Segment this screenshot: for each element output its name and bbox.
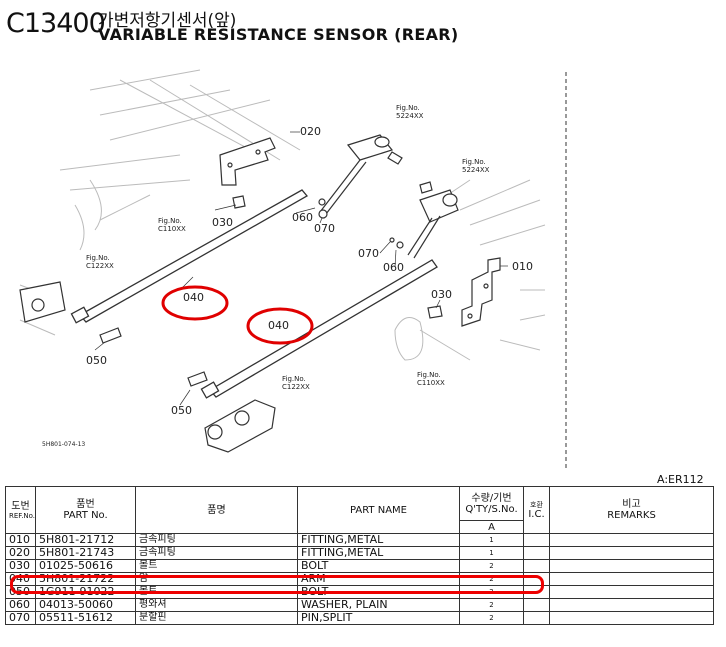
cell-name-ko: 금속피팅 xyxy=(135,533,298,547)
fig-label-c122-lower-b: C122XX xyxy=(282,383,310,391)
cell-part-name: PIN,SPLIT xyxy=(297,611,460,625)
cell-part-no: 01025-50616 xyxy=(35,559,136,573)
fig-label-c110-lower-b: C110XX xyxy=(417,379,445,387)
header-part-no: 품번 PART No. xyxy=(35,486,136,534)
cell-part-no: 5H801-21743 xyxy=(35,546,136,560)
sensor-top xyxy=(318,134,403,219)
cell-remarks xyxy=(549,559,714,573)
fig-label-c110-lower-a: Fig.No. xyxy=(417,371,441,379)
red-circle-040-upper xyxy=(161,285,229,321)
leader-lines xyxy=(94,131,508,406)
callout-060-right: 060 xyxy=(383,261,404,274)
fig-label-c122-lower-a: Fig.No. xyxy=(282,375,306,383)
cell-name-ko: 금속피팅 xyxy=(135,546,298,560)
catalog-code: C13400 xyxy=(6,8,106,39)
table-row: 020 5H801-21743 금속피팅 FITTING,METAL 1 xyxy=(5,546,714,560)
arm-040-upper xyxy=(70,189,308,324)
header-qty: 수량/기번 Q'TY/S.No. xyxy=(459,486,524,521)
table-row: 060 04013-50060 평와셔 WASHER, PLAIN 2 xyxy=(5,598,714,612)
clevis-bracket xyxy=(19,281,276,453)
callout-040-upper: 040 xyxy=(183,291,204,304)
title-english: VARIABLE RESISTANCE SENSOR (REAR) xyxy=(98,25,459,44)
cell-qty: 2 xyxy=(459,559,524,573)
cell-part-no: 05511-51612 xyxy=(35,611,136,625)
cell-name-ko: 평와셔 xyxy=(135,598,298,612)
header-ref-no: 도번 REF.No. xyxy=(5,486,36,534)
table-row: 070 05511-51612 분할핀 PIN,SPLIT 2 xyxy=(5,611,714,625)
callout-070-right: 070 xyxy=(358,247,379,260)
callout-050-lower: 050 xyxy=(171,404,192,417)
cell-qty: 1 xyxy=(459,546,524,560)
fig-label-5224-top-b: 5224XX xyxy=(396,112,424,120)
fig-label-5224-top-a: Fig.No. xyxy=(396,104,420,112)
title-korean: 가변저항기센서(앞) xyxy=(98,11,237,31)
cell-qty: 2 xyxy=(459,611,524,625)
cell-remarks xyxy=(549,546,714,560)
table-row: 010 5H801-21712 금속피팅 FITTING,METAL 1 xyxy=(5,533,714,547)
table-header-row: 도번 REF.No. 품번 PART No. 품명 PART NAME 수량/기… xyxy=(5,486,714,534)
header-ic: 호환 I.C. xyxy=(523,486,550,534)
cell-part-no: 5H801-21712 xyxy=(35,533,136,547)
ref-code: A:ER112 xyxy=(657,473,704,486)
cell-ic xyxy=(523,598,550,612)
cell-ref: 020 xyxy=(5,546,36,560)
callout-030-right: 030 xyxy=(431,288,452,301)
fig-label-c122-b: C122XX xyxy=(86,262,114,270)
cell-name-ko: 분할핀 xyxy=(135,611,298,625)
cell-ref: 030 xyxy=(5,559,36,573)
cell-remarks xyxy=(549,611,714,625)
cell-ref: 060 xyxy=(5,598,36,612)
header-name-ko: 품명 xyxy=(135,486,298,534)
callout-060-top: 060 xyxy=(292,211,313,224)
callout-030-top: 030 xyxy=(212,216,233,229)
fig-label-c110-a: Fig.No. xyxy=(158,217,182,225)
header-part-name: PART NAME xyxy=(297,486,460,534)
cell-remarks xyxy=(549,533,714,547)
header-remarks: 비고 REMARKS xyxy=(549,486,714,534)
exploded-parts-diagram: Fig.No. 5224XX Fig.No. 5224XX Fig.No. C1… xyxy=(19,69,567,470)
fig-label-5224-right-a: Fig.No. xyxy=(462,158,486,166)
bolt-050 xyxy=(99,327,208,387)
cell-remarks xyxy=(549,572,714,586)
red-highlight-row-040 xyxy=(10,575,544,594)
callout-050-left: 050 xyxy=(86,354,107,367)
cell-name-ko: 볼트 xyxy=(135,559,298,573)
red-circle-040-lower xyxy=(246,307,314,345)
cell-qty: 2 xyxy=(459,598,524,612)
cell-part-name: BOLT xyxy=(297,559,460,573)
callout-020: 020 xyxy=(300,125,321,138)
arm-040-lower xyxy=(200,259,438,399)
cell-qty: 1 xyxy=(459,533,524,547)
callout-040-lower: 040 xyxy=(268,319,289,332)
cell-ref: 070 xyxy=(5,611,36,625)
cell-part-name: FITTING,METAL xyxy=(297,546,460,560)
cell-ic xyxy=(523,611,550,625)
red-circle-annotations xyxy=(161,285,314,345)
cell-part-name: WASHER, PLAIN xyxy=(297,598,460,612)
bolt-030 xyxy=(232,195,443,319)
cell-part-name: FITTING,METAL xyxy=(297,533,460,547)
callout-010: 010 xyxy=(512,260,533,273)
header-qty-sub: A xyxy=(459,520,524,534)
cell-ref: 010 xyxy=(5,533,36,547)
callout-070-top: 070 xyxy=(314,222,335,235)
cell-ic xyxy=(523,546,550,560)
cell-remarks xyxy=(549,598,714,612)
cell-part-no: 04013-50060 xyxy=(35,598,136,612)
fig-label-5224-right-b: 5224XX xyxy=(462,166,490,174)
bracket-020 xyxy=(219,137,276,186)
table-row: 030 01025-50616 볼트 BOLT 2 xyxy=(5,559,714,573)
drawing-number: 5H801-074-13 xyxy=(42,441,85,448)
bracket-010 xyxy=(461,257,501,327)
cell-ic xyxy=(523,559,550,573)
sensor-right xyxy=(389,181,459,259)
cell-ic xyxy=(523,533,550,547)
fig-label-c110-b: C110XX xyxy=(158,225,186,233)
parts-table: 도번 REF.No. 품번 PART No. 품명 PART NAME 수량/기… xyxy=(5,486,714,625)
fig-label-c122-a: Fig.No. xyxy=(86,254,110,262)
cell-remarks xyxy=(549,585,714,599)
